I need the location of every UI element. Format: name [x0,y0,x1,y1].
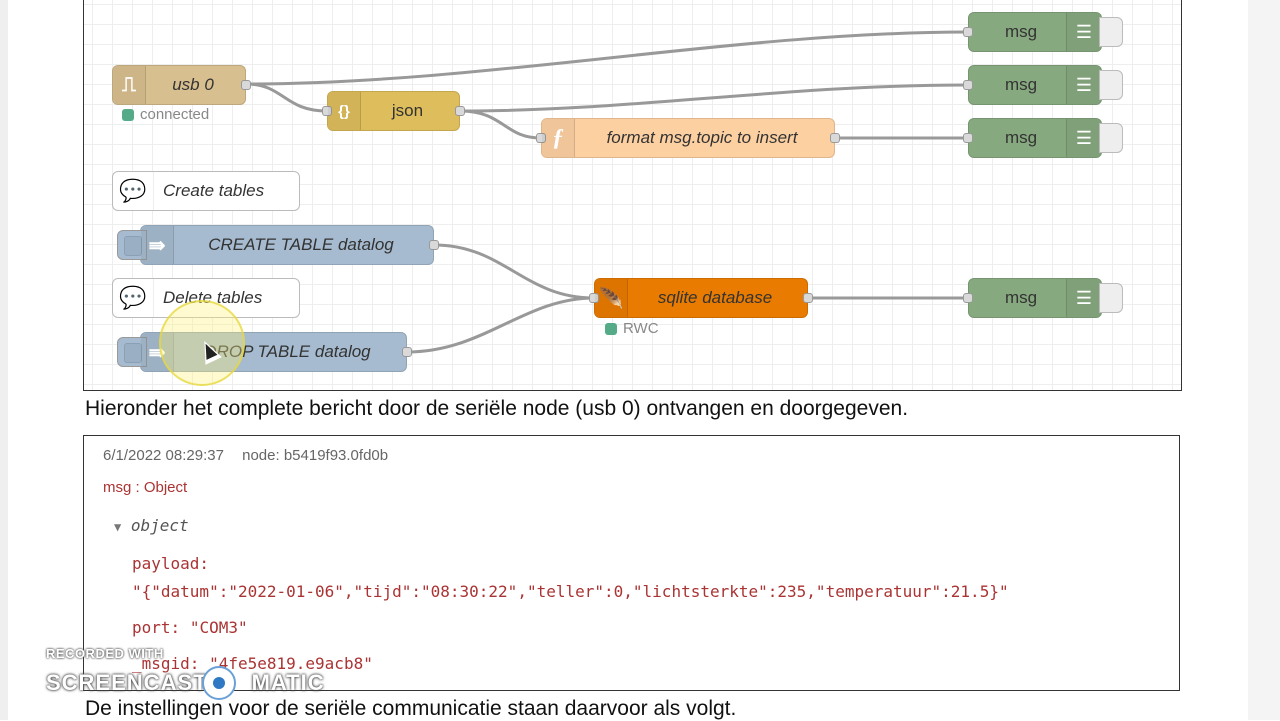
wire-create-sqlite [433,243,595,300]
function-node-input-port[interactable] [536,133,546,143]
payload-key-text: payload: [132,554,210,573]
wire-json-debug2 [459,83,969,113]
serial-node-label: usb 0 [172,75,214,94]
debug-node-1[interactable]: msg ☰ [963,12,1123,52]
comment-icon: 💬 [113,279,154,317]
serial-status-text: connected [140,106,210,123]
comment-node-create[interactable]: 💬 Create tables [112,171,300,211]
object-label: object [130,516,189,535]
function-icon: ƒ [542,119,575,157]
msgid-value-text[interactable]: "4fe5e819.e9acb8" [209,654,373,673]
json-node-label: json [391,101,424,120]
debug-message-panel: 6/1/2022 08:29:37 node: b5419f93.0fd0b m… [83,435,1180,691]
debug-node-id[interactable]: node: b5419f93.0fd0b [242,447,389,464]
debug-msg-type: msg : Object [103,479,188,496]
status-dot-icon [122,108,134,121]
inject-node-create-table[interactable]: ⇛ CREATE TABLE datalog [117,225,439,265]
status-dot-icon [605,322,617,335]
object-tree-root[interactable]: ▼ object [114,516,189,535]
arrow-right-icon: ⇛ [141,226,174,264]
watermark-brand-left: SCREENCAST [46,670,208,695]
debug-node-4[interactable]: msg ☰ [963,278,1123,318]
debug-1-label: msg [1004,22,1038,41]
debug-3-input-port[interactable] [963,133,973,143]
serial-in-node[interactable]: ⎍ usb 0 [112,65,251,105]
debug-node-2[interactable]: msg ☰ [963,65,1123,105]
debug-1-toggle[interactable] [1099,17,1123,47]
sqlite-node-label: sqlite database [657,288,773,307]
function-node-label: format msg.topic to insert [606,128,798,147]
port-key-text: port: [132,618,181,637]
debug-4-input-port[interactable] [963,293,973,303]
sqlite-node-output-port[interactable] [803,293,813,303]
inject-create-button[interactable] [117,230,147,260]
serial-node-status: connected [122,106,209,123]
debug-2-label: msg [1004,75,1038,94]
port-row: port: "COM3" [132,618,248,637]
wire-usb-json [245,82,328,113]
sqlite-node-status: RWC [605,320,659,337]
msgid-key-text: _msgid: [132,654,200,673]
inject-drop-button[interactable] [117,337,147,367]
debug-node-3[interactable]: msg ☰ [963,118,1123,158]
serial-wave-icon: ⎍ [113,66,146,104]
port-value-text[interactable]: "COM3" [189,618,248,637]
inject-drop-output-port[interactable] [402,347,412,357]
feather-icon: 🪶 [595,279,628,317]
wire-drop-sqlite [406,296,595,354]
function-node-output-port[interactable] [830,133,840,143]
inject-create-label: CREATE TABLE datalog [208,235,394,254]
debug-timestamp: 6/1/2022 08:29:37 [103,447,224,464]
comment-create-label: Create tables [163,181,265,200]
inject-create-output-port[interactable] [429,240,439,250]
watermark-line-1: RECORDED WITH [46,646,164,661]
debug-4-label: msg [1004,288,1038,307]
json-node-output-port[interactable] [455,106,465,116]
json-braces-icon: {} [328,92,361,130]
serial-node-output-port[interactable] [241,80,251,90]
list-icon: ☰ [1066,13,1101,51]
list-icon: ☰ [1066,119,1101,157]
doc-paragraph-2: De instellingen voor de seriële communic… [85,697,737,720]
debug-3-label: msg [1004,128,1038,147]
sqlite-node[interactable]: 🪶 sqlite database [589,278,813,318]
debug-2-input-port[interactable] [963,80,973,90]
flow-wires [245,30,969,354]
payload-value-text: "{"datum":"2022-01-06","tijd":"08:30:22"… [132,582,1009,601]
inject-drop-label: DROP TABLE datalog [204,342,371,361]
function-node[interactable]: ƒ format msg.topic to insert [536,118,840,158]
debug-1-input-port[interactable] [963,27,973,37]
screencast-watermark: RECORDED WITH SCREENCAST MATIC [46,646,326,700]
wire-usb-debug1 [245,30,969,86]
wire-json-format [459,109,542,140]
json-node[interactable]: {} json [322,91,465,131]
inject-create-body: ⇛ CREATE TABLE datalog [141,226,433,264]
debug-message-meta: 6/1/2022 08:29:37 node: b5419f93.0fd0b [103,447,402,464]
debug-3-toggle[interactable] [1099,123,1123,153]
watermark-line-2: SCREENCAST MATIC [46,670,325,696]
doc-paragraph-1: Hieronder het complete bericht door de s… [85,397,909,420]
right-edge [1248,0,1280,720]
msgid-row: _msgid: "4fe5e819.e9acb8" [132,654,373,673]
debug-4-toggle[interactable] [1099,283,1123,313]
flow-editor-canvas[interactable]: ⎍ usb 0 connected {} json ƒ format msg.t… [83,0,1182,391]
payload-key: payload: [132,554,209,573]
json-node-input-port[interactable] [322,106,332,116]
debug-2-toggle[interactable] [1099,70,1123,100]
list-icon: ☰ [1066,279,1101,317]
screencast-logo-icon [202,666,236,700]
watermark-brand-right: MATIC [251,670,325,695]
list-icon: ☰ [1066,66,1101,104]
left-edge [0,0,8,720]
payload-value[interactable]: "{"datum":"2022-01-06","tijd":"08:30:22"… [132,582,1009,601]
comment-icon: 💬 [113,172,154,210]
sqlite-status-text: RWC [623,320,659,337]
sqlite-node-input-port[interactable] [589,293,599,303]
caret-down-icon[interactable]: ▼ [114,520,122,534]
